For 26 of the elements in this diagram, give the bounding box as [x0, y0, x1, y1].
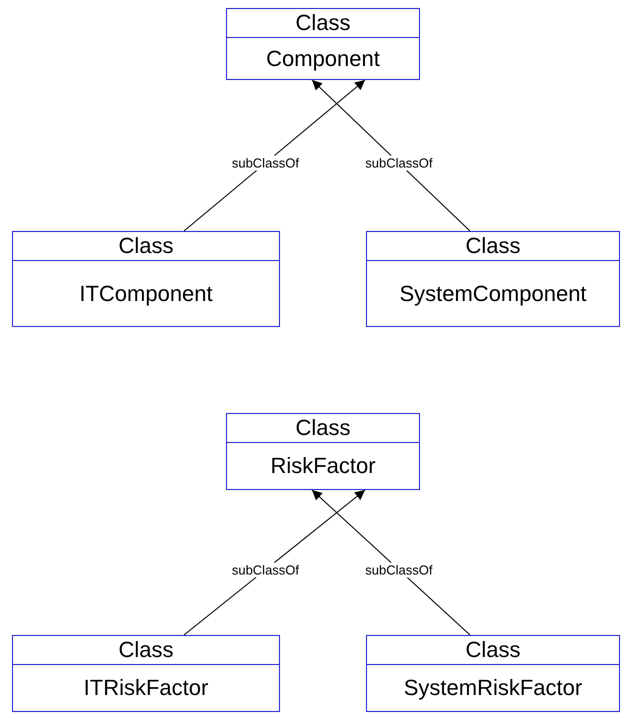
class-name: SystemComponent: [399, 280, 587, 306]
stereotype-label: Class: [118, 233, 174, 258]
class-box: [12, 635, 280, 712]
edge-label: subClassOf: [230, 562, 302, 578]
stereotype-label: Class: [465, 637, 520, 662]
class-box: [226, 413, 420, 490]
class-name: Component: [266, 46, 380, 72]
class-name: ITRiskFactor: [84, 675, 208, 701]
generalization-arrow: [312, 80, 470, 232]
edge-label: subClassOf: [363, 562, 434, 578]
class-box: [366, 635, 620, 712]
class-box: [12, 231, 280, 327]
stereotype-label: Class: [118, 637, 174, 662]
stereotype-label: Class: [295, 10, 350, 35]
class-name: SystemRiskFactor: [404, 675, 582, 701]
edge-label: subClassOf: [363, 156, 434, 171]
edge-label: subClassOf: [230, 156, 302, 171]
stereotype-label: Class: [465, 233, 520, 258]
class-name: ITComponent: [79, 280, 213, 306]
class-box: [226, 8, 420, 80]
class-name: RiskFactor: [270, 453, 376, 479]
class-box: [366, 231, 620, 327]
generalization-arrow: [184, 490, 366, 636]
generalization-arrow: [184, 80, 366, 232]
generalization-arrow: [312, 490, 470, 636]
stereotype-label: Class: [295, 415, 350, 440]
